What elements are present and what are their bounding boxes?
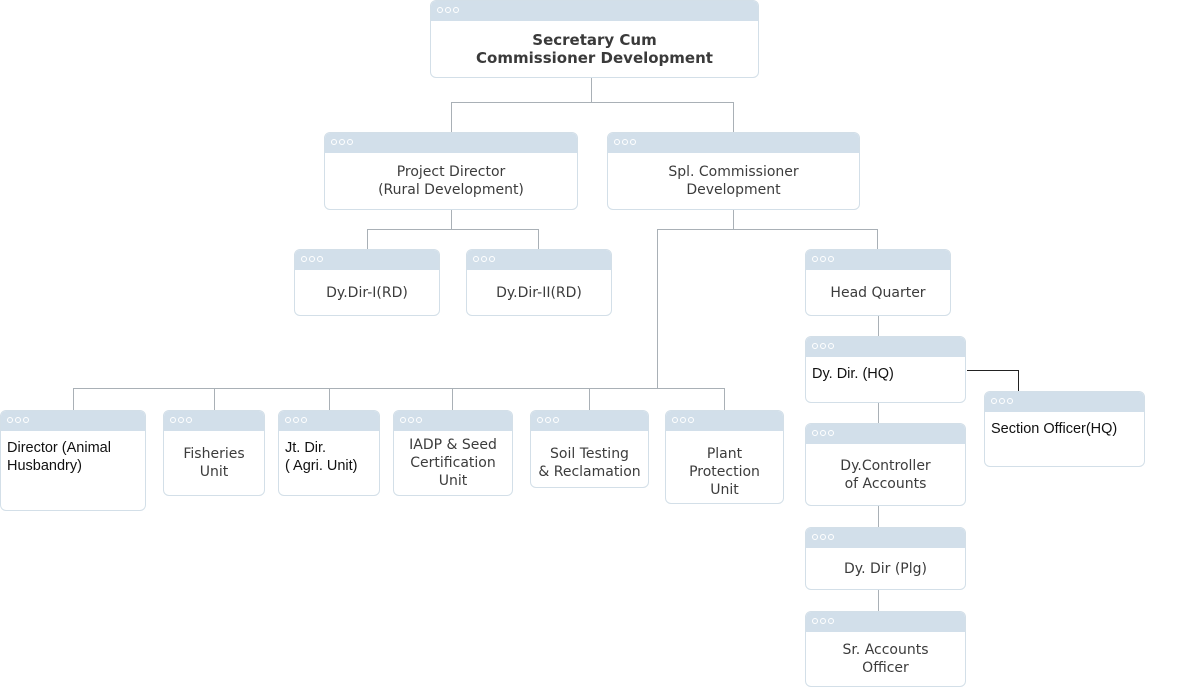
- node-label: Secretary Cum Commissioner Development: [476, 31, 713, 67]
- node-label: Dy. Dir. (HQ): [812, 366, 894, 382]
- node-header: [806, 528, 965, 548]
- connector: [589, 388, 590, 410]
- window-dots-icon: [812, 256, 834, 262]
- node-fisheries-unit[interactable]: Fisheries Unit: [163, 410, 265, 496]
- node-label: Director (Animal Husbandry): [7, 440, 111, 474]
- connector: [657, 229, 878, 230]
- window-dots-icon: [301, 256, 323, 262]
- node-label: Plant Protection Unit: [689, 446, 760, 498]
- window-dots-icon: [672, 417, 694, 423]
- node-header: [806, 337, 965, 357]
- connector: [878, 403, 879, 424]
- node-header: [985, 392, 1144, 412]
- connector: [657, 229, 658, 388]
- window-dots-icon: [537, 417, 559, 423]
- window-dots-icon: [991, 398, 1013, 404]
- connector: [1018, 370, 1019, 392]
- connector: [724, 388, 725, 410]
- node-soil-testing[interactable]: Soil Testing & Reclamation: [530, 410, 649, 488]
- node-header: [325, 133, 577, 153]
- node-header: [806, 424, 965, 444]
- connector: [329, 388, 330, 410]
- connector: [451, 102, 452, 132]
- connector: [878, 506, 879, 527]
- node-header: [295, 250, 439, 270]
- connector: [367, 229, 368, 249]
- node-label: Head Quarter: [830, 284, 926, 301]
- connector: [451, 102, 734, 103]
- node-label: Sr. Accounts Officer: [842, 642, 929, 676]
- connector: [73, 388, 725, 389]
- node-project-director[interactable]: Project Director (Rural Development): [324, 132, 578, 210]
- node-label: Soil Testing & Reclamation: [538, 446, 641, 480]
- node-header: [531, 411, 648, 431]
- node-label: Dy.Dir-II(RD): [496, 284, 582, 301]
- node-label: Fisheries Unit: [183, 446, 245, 480]
- node-secretary[interactable]: Secretary Cum Commissioner Development: [430, 0, 759, 78]
- window-dots-icon: [331, 139, 353, 145]
- node-dy-dir-1-rd[interactable]: Dy.Dir-I(RD): [294, 249, 440, 316]
- node-sr-accounts-officer[interactable]: Sr. Accounts Officer: [805, 611, 966, 687]
- window-dots-icon: [812, 618, 834, 624]
- window-dots-icon: [812, 343, 834, 349]
- connector: [538, 229, 539, 249]
- node-header: [1, 411, 145, 431]
- node-header: [806, 250, 950, 270]
- node-label: Dy.Dir-I(RD): [326, 284, 408, 301]
- connector: [73, 388, 74, 410]
- connector: [451, 210, 452, 229]
- node-header: [394, 411, 512, 431]
- node-label: Section Officer(HQ): [991, 421, 1118, 437]
- window-dots-icon: [437, 7, 459, 13]
- node-section-officer-hq[interactable]: Section Officer(HQ): [984, 391, 1145, 467]
- connector: [452, 388, 453, 410]
- node-header: [608, 133, 859, 153]
- connector: [878, 316, 879, 337]
- node-header: [666, 411, 783, 431]
- connector: [367, 229, 539, 230]
- connector: [967, 370, 1018, 371]
- node-dy-dir-2-rd[interactable]: Dy.Dir-II(RD): [466, 249, 612, 316]
- node-header: [164, 411, 264, 431]
- node-dy-dir-hq[interactable]: Dy. Dir. (HQ): [805, 336, 966, 403]
- window-dots-icon: [473, 256, 495, 262]
- window-dots-icon: [812, 430, 834, 436]
- connector: [877, 229, 878, 249]
- node-iadp-seed[interactable]: IADP & Seed Certification Unit: [393, 410, 513, 496]
- connector: [878, 590, 879, 611]
- node-plant-protection[interactable]: Plant Protection Unit: [665, 410, 784, 504]
- node-label: Jt. Dir. ( Agri. Unit): [285, 440, 358, 474]
- node-header: [467, 250, 611, 270]
- node-dy-controller-accounts[interactable]: Dy.Controller of Accounts: [805, 423, 966, 506]
- window-dots-icon: [400, 417, 422, 423]
- node-director-animal-husbandry[interactable]: Director (Animal Husbandry): [0, 410, 146, 511]
- node-jt-dir-agri[interactable]: Jt. Dir. ( Agri. Unit): [278, 410, 380, 496]
- node-label: Project Director (Rural Development): [378, 164, 524, 198]
- window-dots-icon: [7, 417, 29, 423]
- node-head-quarter[interactable]: Head Quarter: [805, 249, 951, 316]
- node-label: Dy.Controller of Accounts: [840, 457, 931, 492]
- node-label: Dy. Dir (Plg): [844, 560, 927, 577]
- connector: [214, 388, 215, 410]
- connector: [591, 78, 592, 102]
- window-dots-icon: [170, 417, 192, 423]
- window-dots-icon: [812, 534, 834, 540]
- node-label: IADP & Seed Certification Unit: [409, 437, 497, 489]
- node-header: [431, 1, 758, 21]
- window-dots-icon: [614, 139, 636, 145]
- node-spl-commissioner[interactable]: Spl. Commissioner Development: [607, 132, 860, 210]
- node-header: [279, 411, 379, 431]
- connector: [733, 102, 734, 132]
- node-header: [806, 612, 965, 632]
- node-label: Spl. Commissioner Development: [668, 164, 799, 198]
- connector: [733, 210, 734, 229]
- window-dots-icon: [285, 417, 307, 423]
- node-dy-dir-plg[interactable]: Dy. Dir (Plg): [805, 527, 966, 590]
